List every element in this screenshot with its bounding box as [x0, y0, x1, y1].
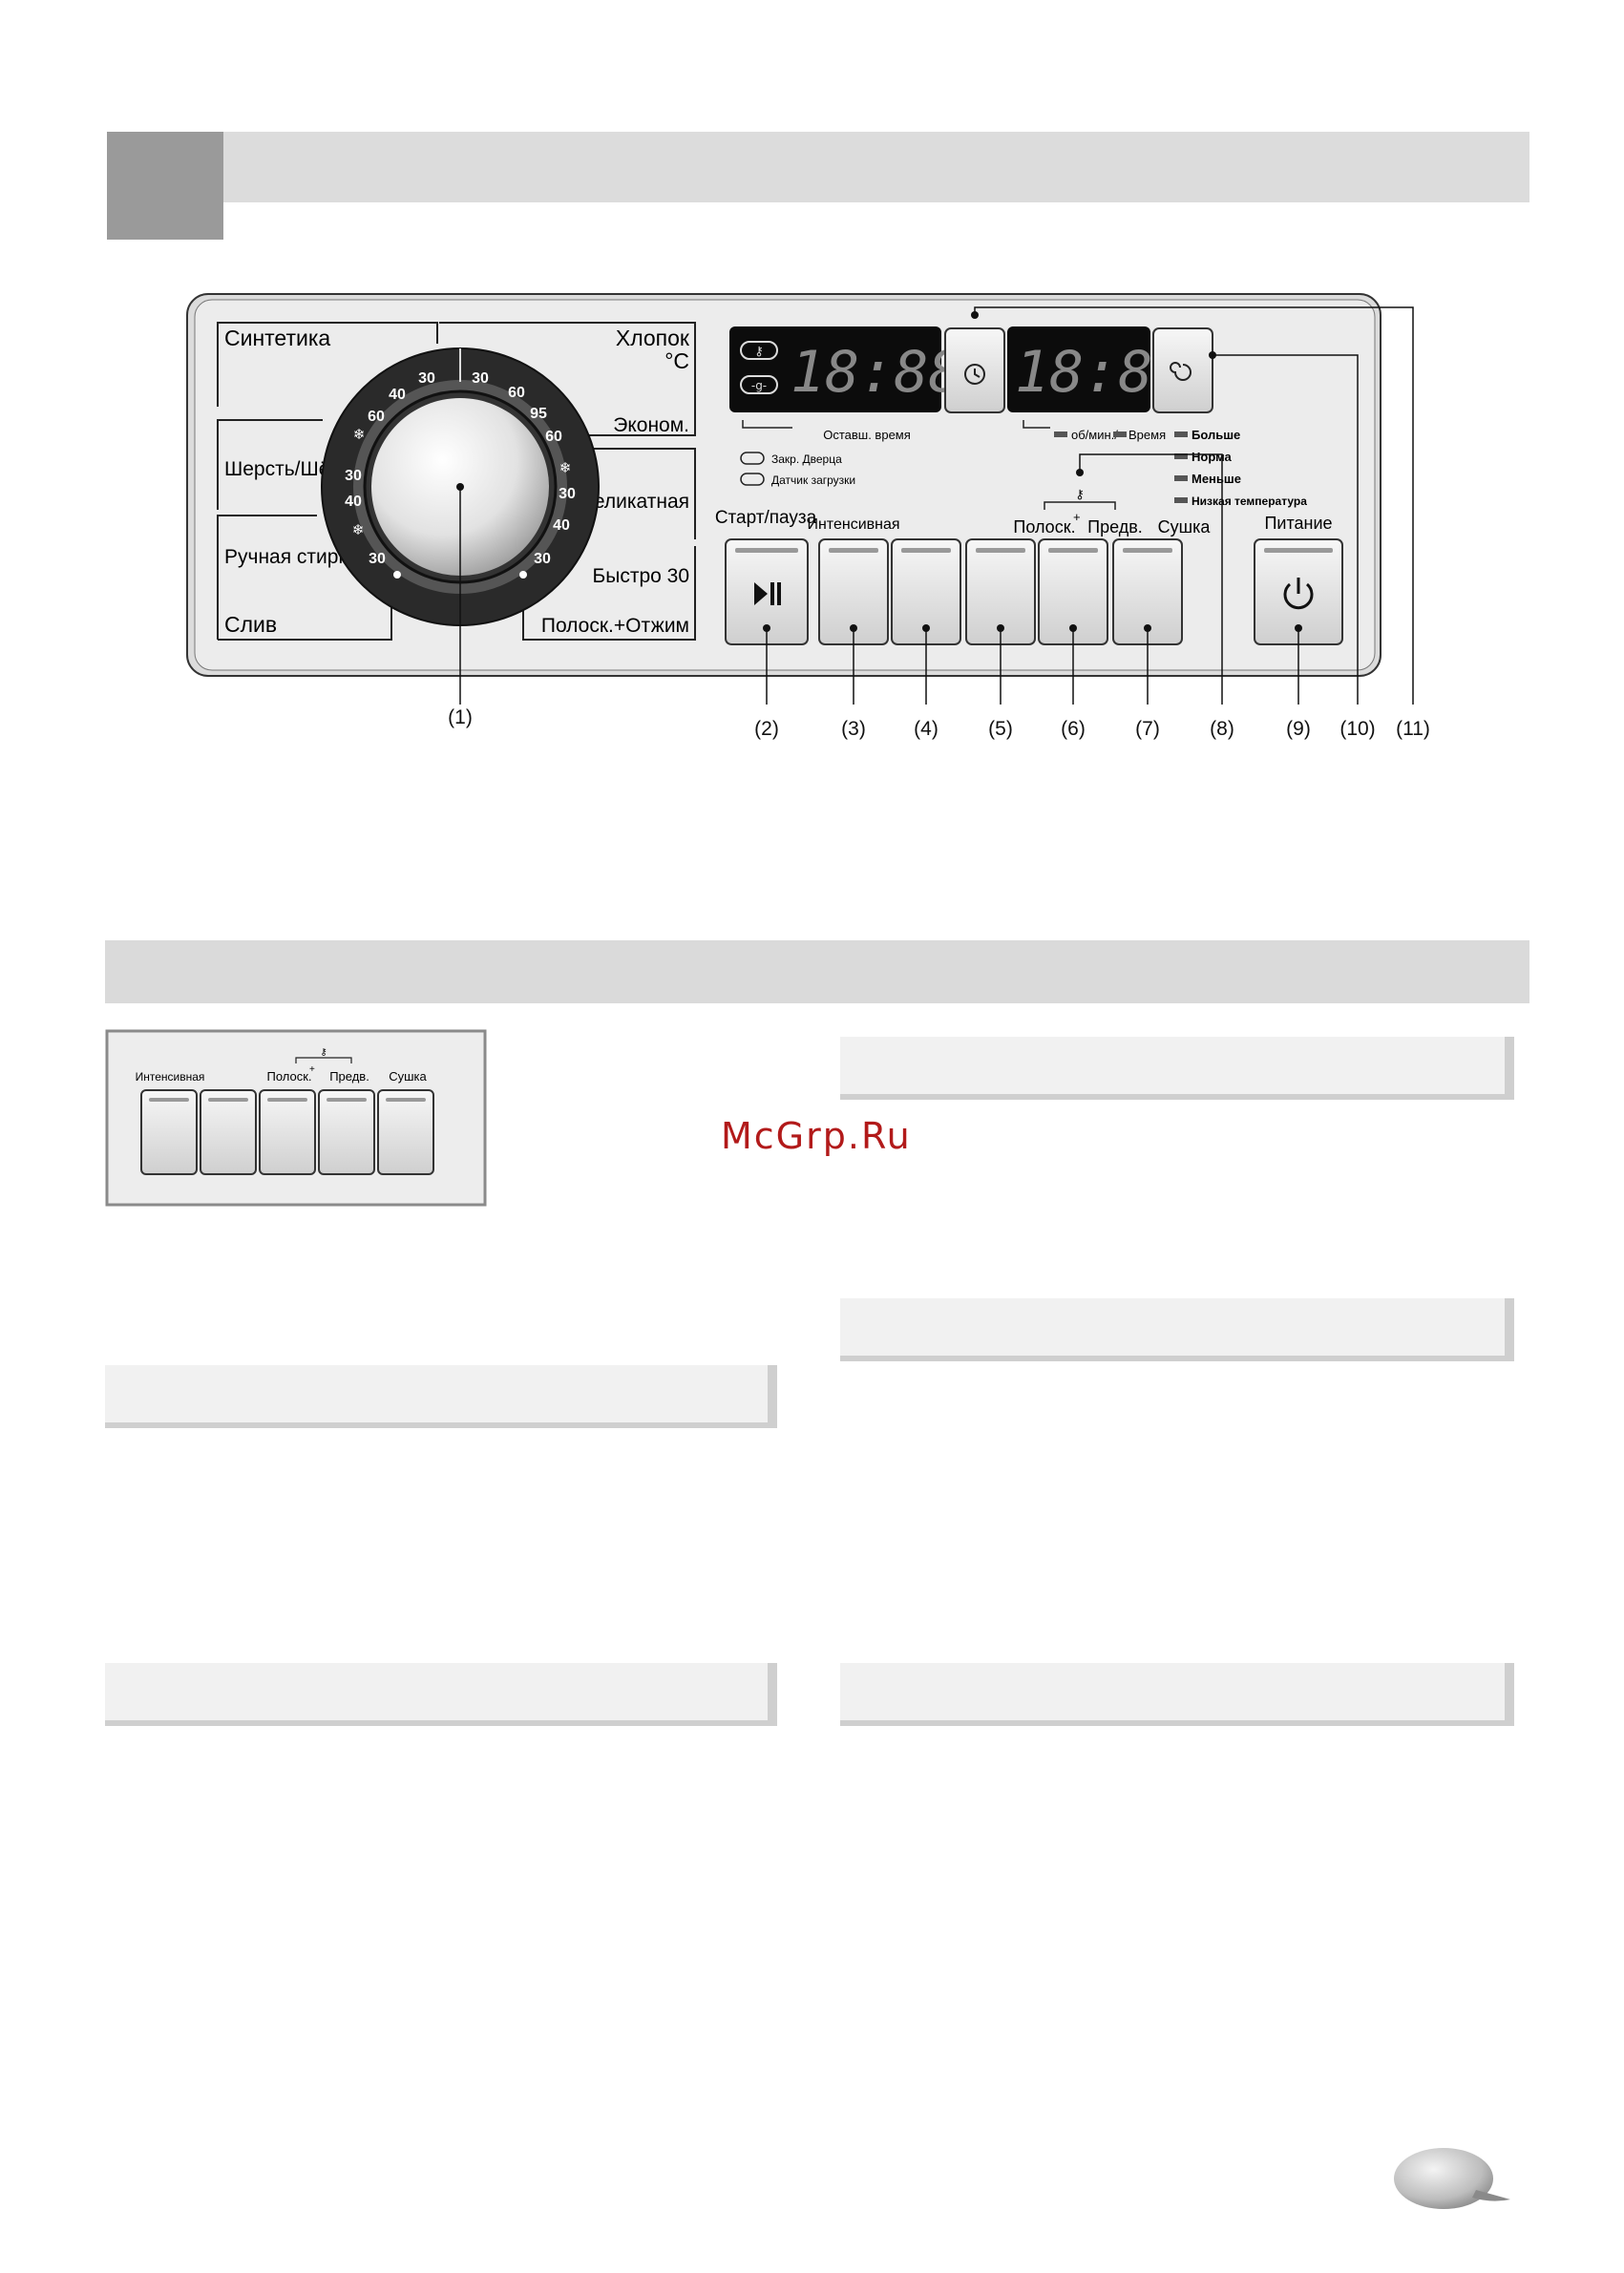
callout: (10) [1339, 718, 1376, 740]
section-header-bar [107, 132, 1529, 202]
inset-button [318, 1089, 375, 1175]
dial-temp: 60 [545, 429, 562, 445]
program-cotton: Хлопок [616, 326, 690, 350]
callout: (5) [988, 718, 1013, 740]
snowflake-icon: ❄ [352, 522, 365, 538]
subheader-bar [840, 1663, 1514, 1726]
callout: (3) [841, 718, 866, 740]
dial-temp: 30 [559, 486, 576, 502]
watermark: McGrp.Ru [721, 1115, 912, 1157]
spin-button [1152, 327, 1213, 413]
svg-text:⚷: ⚷ [754, 345, 764, 359]
program-drain: Слив [224, 612, 277, 637]
display-left [729, 326, 941, 412]
start-pause-label: Старт/пауза [715, 508, 817, 528]
inset-label-prewash: Предв. [329, 1069, 369, 1084]
door-indicator-label: Закр. Дверца [771, 452, 842, 466]
play-pause-icon [754, 582, 768, 605]
section-header-tab [107, 132, 223, 240]
inset-label-dry: Сушка [389, 1069, 427, 1084]
display-right [1007, 326, 1150, 412]
child-lock-icon: ⚷ [1075, 488, 1085, 502]
time-label: Время [1128, 428, 1166, 442]
door-lock-icon [740, 341, 778, 360]
level-label: Низкая температура [1192, 495, 1307, 508]
program-bracket-lines [217, 322, 696, 641]
rpm-label: об/мин./ [1071, 428, 1118, 442]
power-icon [1283, 582, 1314, 610]
subheader-bar [840, 1037, 1514, 1100]
program-eco: Эконом. [613, 414, 689, 436]
dial-temp: 30 [418, 370, 435, 387]
child-lock-icon: ⚷ [320, 1047, 327, 1058]
program-rinse-spin: Полоск.+Отжим [541, 615, 689, 637]
inset-button [377, 1089, 434, 1175]
option-label-prewash: Предв. [1087, 517, 1143, 537]
inset-superscript-plus: + [309, 1064, 315, 1075]
dial-temp: 30 [534, 551, 551, 567]
callout: (6) [1061, 718, 1086, 740]
dial-temp: 40 [553, 517, 570, 534]
inset-button [259, 1089, 316, 1175]
callout: (11) [1396, 718, 1430, 740]
power-label: Питание [1264, 514, 1332, 533]
snowflake-icon: ❄ [353, 427, 366, 443]
program-handwash: Ручная стирка [224, 546, 359, 568]
load-sensor-icon [740, 375, 778, 394]
dial-temp: 40 [389, 387, 406, 403]
inset-label-intensive: Интенсивная [136, 1070, 205, 1084]
option-label-dry: Сушка [1158, 517, 1212, 537]
dial-temp: 30 [369, 551, 386, 567]
callout: (1) [448, 706, 473, 728]
dial-dot [393, 571, 401, 579]
callout: (9) [1286, 718, 1311, 740]
dial-temp: 30 [345, 468, 362, 484]
subheader-bar [105, 1365, 777, 1428]
dial-temp: 95 [530, 406, 547, 422]
spin-icon [1170, 362, 1192, 381]
svg-text:-g-: -g- [751, 379, 767, 392]
option-label-intensive: Интенсивная [807, 516, 899, 533]
dial-temp: 30 [472, 370, 489, 387]
display-left-digits: 18:88 [791, 339, 963, 406]
program-wool: Шерсть/Шёлк [224, 458, 351, 480]
level-label: Меньше [1192, 472, 1241, 486]
clock-icon [964, 364, 985, 385]
inset-button [200, 1089, 257, 1175]
remaining-time-label: Оставш. время [823, 428, 911, 442]
level-label: Больше [1192, 428, 1240, 442]
page-number-bubble [1394, 2148, 1510, 2209]
option-label-rinse: Полоск. [1013, 517, 1075, 537]
dial-temp: 60 [508, 385, 525, 401]
level-label: Норма [1192, 450, 1233, 464]
callout: (4) [914, 718, 939, 740]
callout: (7) [1135, 718, 1160, 740]
program-quick30: Быстро 30 [592, 565, 689, 587]
superscript-plus: + [1073, 510, 1081, 524]
dial-temp: 60 [368, 409, 385, 425]
program-synthetics: Синтетика [224, 326, 330, 350]
callout: (8) [1210, 718, 1234, 740]
snowflake-icon: ❄ [559, 460, 572, 476]
subheader-bar [840, 1298, 1514, 1361]
option-buttons [818, 538, 1183, 645]
load-indicator-label: Датчик загрузки [771, 474, 855, 487]
subheader-bar [105, 1663, 777, 1726]
dial-temp: 40 [345, 494, 362, 510]
control-panel-diagram: Синтетика Шерсть/Шёлк Ручная стирка Слив… [186, 293, 1414, 705]
section-header-bar [105, 940, 1529, 1003]
callout: (2) [754, 718, 779, 740]
option-buttons-inset: Интенсивная Полоск. + Предв. Сушка ⚷ [105, 1029, 487, 1207]
program-cotton-unit: °C [664, 348, 689, 373]
inset-button [140, 1089, 198, 1175]
dial-dot [519, 571, 527, 579]
program-delicate: Деликатная [580, 491, 689, 513]
inset-label-rinse: Полоск. [266, 1069, 311, 1084]
